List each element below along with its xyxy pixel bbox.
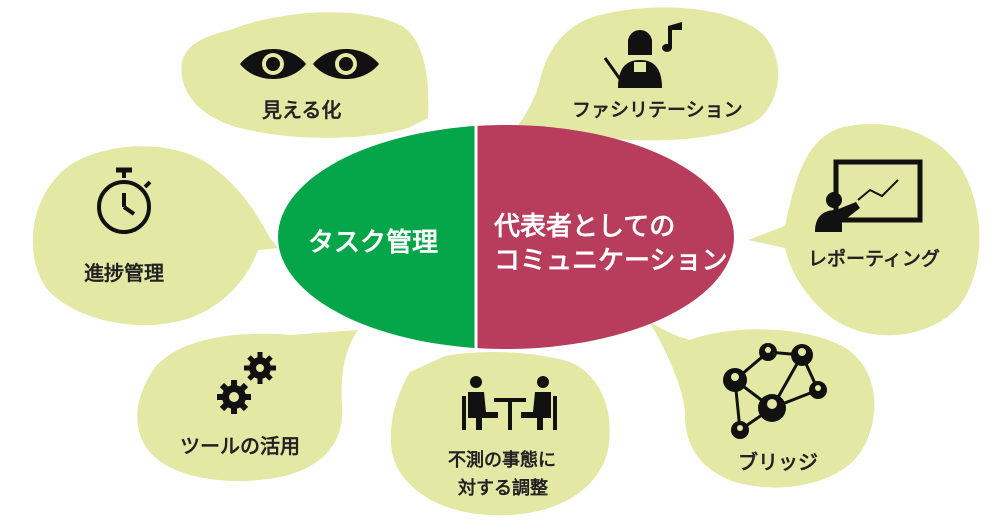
bubble-contingency — [390, 352, 610, 516]
network-icon — [723, 343, 827, 439]
bubble-tools — [137, 330, 358, 481]
bubble-reporting-label: レポーティング — [808, 248, 940, 270]
center-left-label: タスク管理 — [308, 228, 439, 258]
gears-icon — [217, 352, 276, 414]
bubble-bridge-label: ブリッジ — [738, 450, 818, 474]
presentation-icon — [815, 159, 923, 232]
conductor-icon — [603, 22, 682, 88]
bubble-visibility — [181, 12, 429, 138]
center-right-label-line1: 代表者としての — [494, 212, 676, 242]
bubble-contingency-label-line2: 対する調整 — [458, 478, 548, 499]
bubble-progress — [32, 146, 278, 326]
bubble-contingency-label-line1: 不測の事態に — [448, 450, 556, 471]
eyes-icon — [240, 49, 379, 79]
bubble-reporting — [748, 124, 980, 336]
center-right-label-line2: コミュニケーション — [494, 246, 728, 276]
bubble-tools-label: ツールの活用 — [180, 434, 300, 458]
bubble-visibility-label: 見える化 — [262, 98, 342, 122]
stopwatch-icon — [97, 167, 152, 234]
meeting-icon — [462, 376, 557, 430]
bubble-facilitation-label: ファシリテーション — [572, 99, 743, 121]
bubble-progress-label: 進捗管理 — [84, 261, 164, 285]
